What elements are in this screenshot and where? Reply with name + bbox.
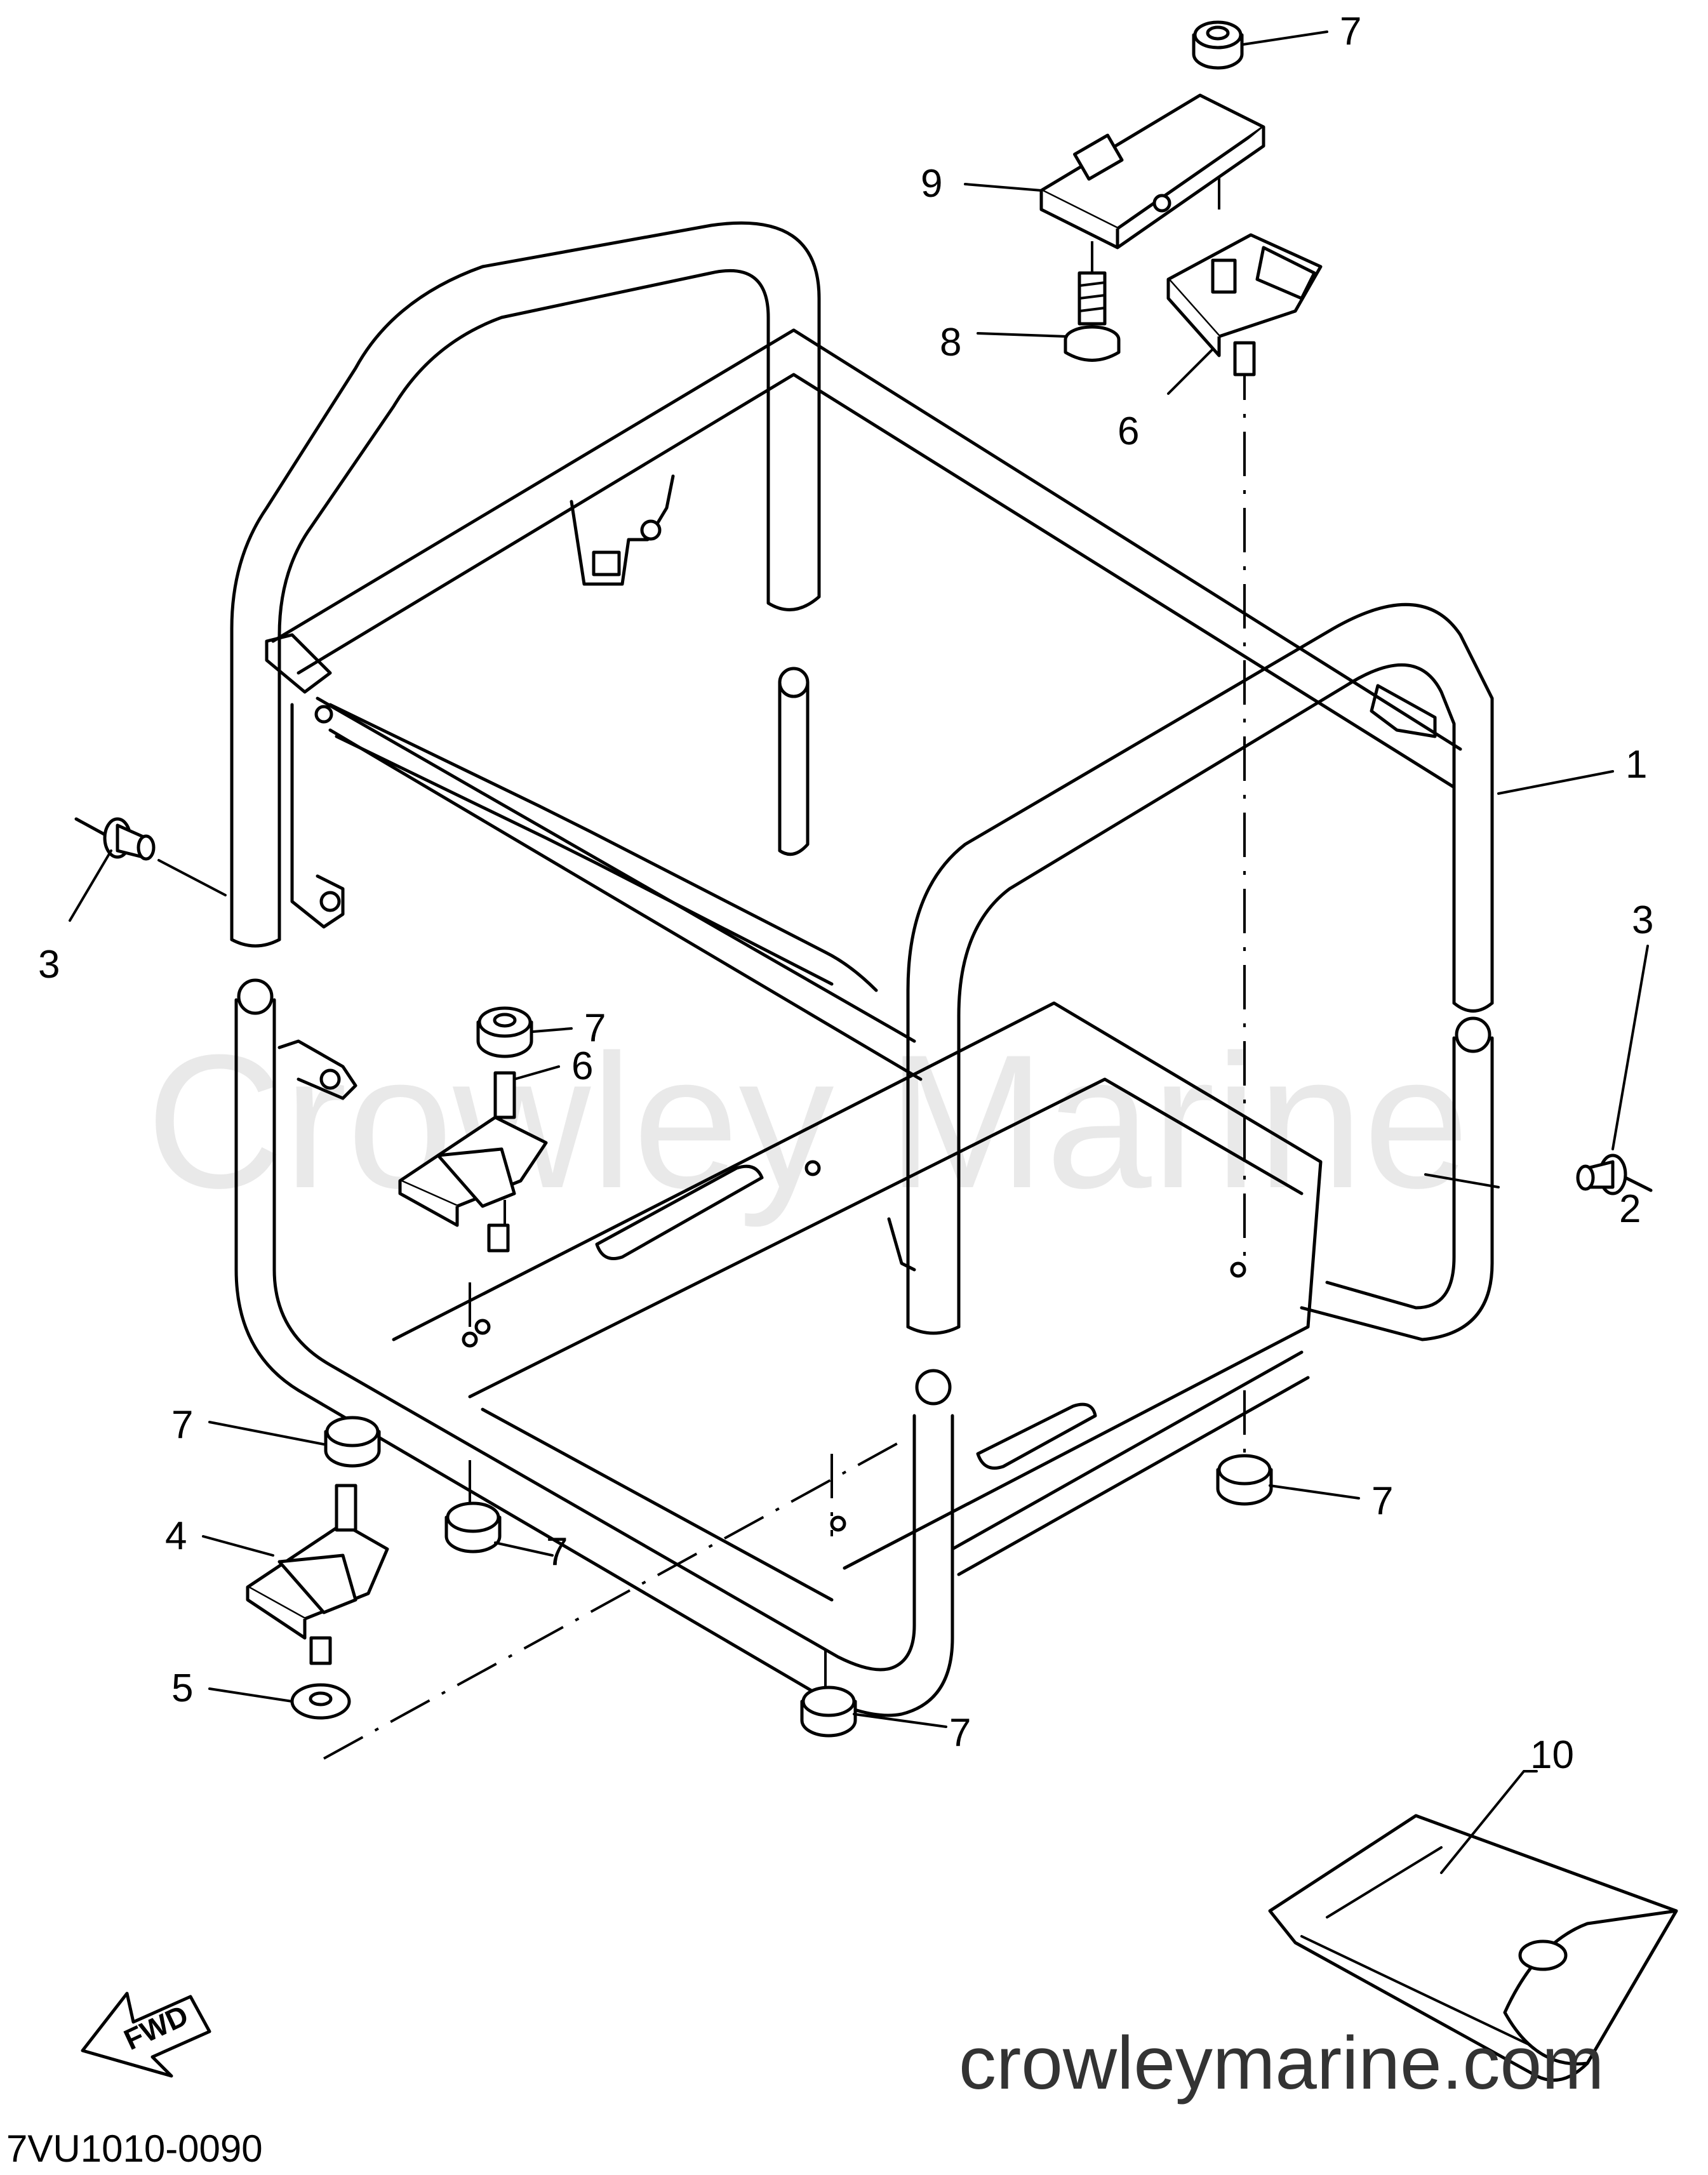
callout-4-mount: 4 <box>165 1514 187 1558</box>
diagram-code: 7VU1010-0090 <box>6 2127 263 2170</box>
nut-center <box>444 1501 502 1553</box>
grommet-right <box>1576 1154 1653 1195</box>
callout-1-upper-frame: 1 <box>1625 743 1647 787</box>
site-url: crowleymarine.com <box>959 2021 1604 2105</box>
upper-frame <box>230 221 1494 1335</box>
nut-lower-left <box>324 1416 381 1468</box>
mount-6-top <box>1166 233 1323 376</box>
fwd-arrow: FWD <box>81 1992 211 2078</box>
nut-top <box>1192 20 1244 70</box>
callout-2-lower-frame: 2 <box>1619 1187 1641 1231</box>
washer-5 <box>290 1683 351 1720</box>
callout-6-mid-mount: 6 <box>571 1044 593 1088</box>
nut-mid <box>476 1006 533 1058</box>
callout-8-bolt: 8 <box>940 321 961 364</box>
callout-7-right-nut: 7 <box>1371 1479 1393 1523</box>
callout-numbers: 7 9 8 6 1 3 3 7 6 2 7 4 7 7 5 7 10 <box>38 10 1653 1777</box>
callout-5-washer: 5 <box>171 1666 193 1710</box>
tool-bag-10 <box>1268 1814 1678 2082</box>
callout-6-top-mount: 6 <box>1118 409 1139 453</box>
callout-10-tool-bag: 10 <box>1530 1733 1574 1777</box>
callout-7-center-nut: 7 <box>546 1530 568 1574</box>
mount-6-mid <box>398 1071 548 1253</box>
callout-7-bottom-nut: 7 <box>949 1711 971 1755</box>
grommet-left <box>74 817 156 861</box>
bracket-9 <box>1039 93 1265 249</box>
callout-3-right-grommet: 3 <box>1632 898 1653 942</box>
callout-9-bracket: 9 <box>921 162 942 206</box>
bolt-8 <box>1064 271 1121 362</box>
nut-bottom <box>800 1686 857 1738</box>
leader-lines <box>69 30 1649 1874</box>
callout-7-top-nut: 7 <box>1340 10 1361 53</box>
hardware-parts <box>74 20 1678 2082</box>
nut-right <box>1216 1454 1273 1506</box>
callout-7-lower-left-nut: 7 <box>171 1403 193 1447</box>
callout-7-mid-nut: 7 <box>584 1006 606 1050</box>
mount-4 <box>246 1484 389 1665</box>
callout-3-left-grommet: 3 <box>38 943 60 987</box>
watermark-text: Crowley Marine <box>146 1014 1469 1229</box>
